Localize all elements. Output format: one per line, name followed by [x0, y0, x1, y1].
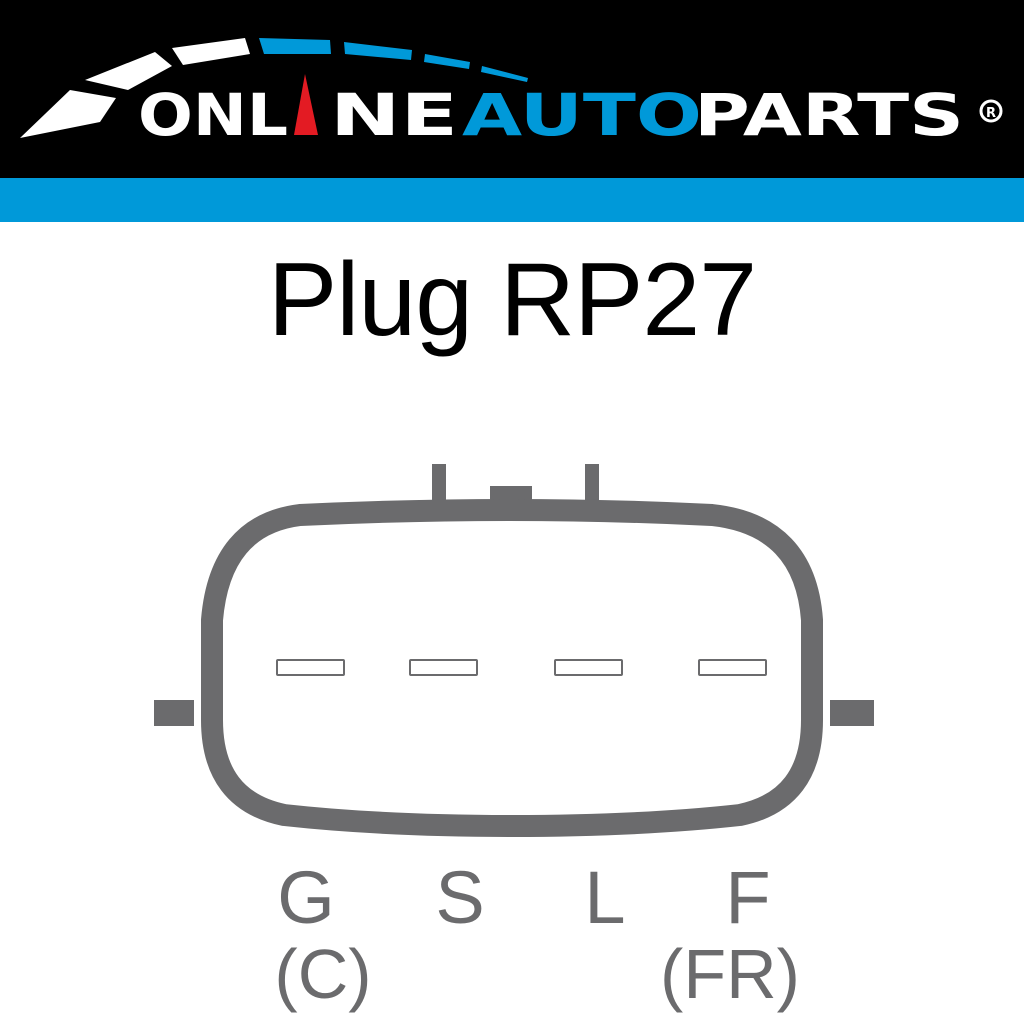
svg-text:ONL: ONL	[138, 81, 288, 149]
svg-text:R: R	[986, 106, 996, 121]
registered-mark-icon	[979, 99, 1003, 123]
svg-text:AUTO: AUTO	[462, 81, 702, 149]
pin-slot-l	[554, 659, 623, 676]
pin-label-s: S	[435, 856, 485, 939]
pin-slot-g	[276, 659, 345, 676]
plug-title: Plug RP27	[267, 242, 757, 358]
pin-alt-label-g: (C)	[274, 935, 372, 1013]
connector-outline	[201, 499, 823, 838]
needle-icon	[294, 74, 318, 135]
brand-header	[0, 0, 1024, 178]
pin-label-g: G	[277, 856, 335, 939]
svg-text:PARTS: PARTS	[694, 81, 964, 149]
speedometer-arc-icon	[20, 38, 528, 138]
pin-label-l: L	[584, 856, 626, 939]
brand-wordmark: ONL NE AUTO PARTS	[138, 81, 964, 149]
pin-slots	[276, 659, 767, 676]
svg-text:NE: NE	[330, 81, 458, 149]
online-auto-parts-logo: ONL NE AUTO PARTS R	[20, 38, 1003, 149]
brand-stripe	[0, 178, 1024, 222]
pin-label-f: F	[725, 856, 771, 939]
pin-slot-s	[409, 659, 478, 676]
pin-slot-f	[698, 659, 767, 676]
pin-alt-label-f: (FR)	[660, 935, 800, 1013]
